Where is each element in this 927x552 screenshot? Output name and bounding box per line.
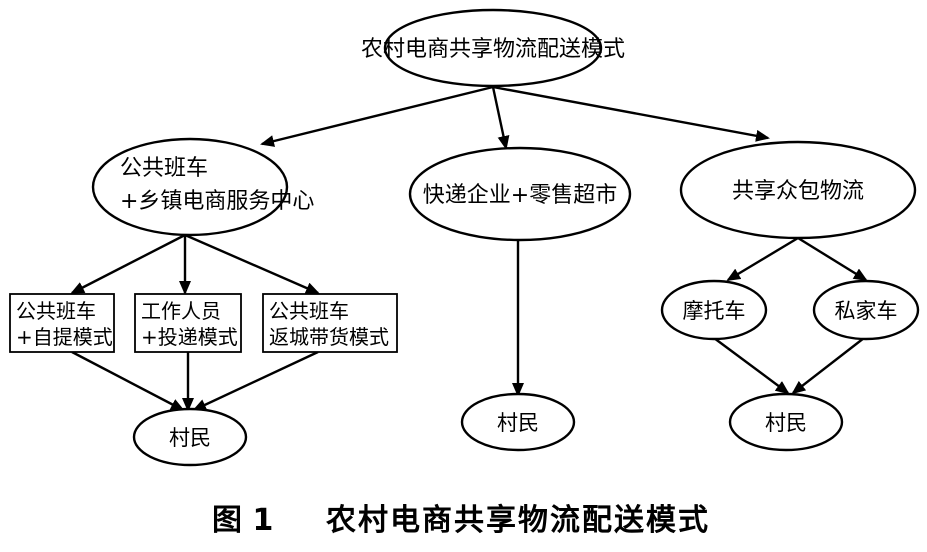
- mode-box-3: 公共班车 返城带货模式: [262, 293, 398, 353]
- arrow-left-to-mode3: [184, 233, 320, 295]
- middle-branch-label: 快递企业+零售超市: [423, 183, 617, 208]
- mode-box-3-line2: 返城带货模式: [269, 325, 389, 349]
- left-branch-line2: +乡镇电商服务中心: [120, 189, 314, 214]
- motorcycle-node: 摩托车: [660, 279, 768, 341]
- arrow-right-to-car: [797, 236, 868, 282]
- mode-box-1-line2: +自提模式: [16, 325, 113, 349]
- right-branch-node: 共享众包物流: [679, 140, 917, 240]
- mode-box-1: 公共班车 +自提模式: [9, 293, 115, 353]
- figure-caption: 图 1 农村电商共享物流配送模式: [212, 503, 710, 538]
- caption-number: 图 1: [212, 503, 273, 538]
- connectors: [70, 85, 868, 412]
- villager-node-right: 村民: [728, 392, 844, 452]
- arrow-mode1-to-villager: [71, 350, 185, 412]
- mode-box-2: 工作人员 +投递模式: [134, 293, 242, 353]
- right-branch-label: 共享众包物流: [732, 179, 864, 204]
- arrow-motorcycle-to-villager: [713, 337, 790, 395]
- mode-box-1-line1: 公共班车: [16, 299, 96, 323]
- left-branch-node: 公共班车 +乡镇电商服务中心: [91, 137, 314, 237]
- arrow-mode3-to-villager: [192, 350, 319, 412]
- villager-node-middle: 村民: [460, 392, 576, 452]
- villager-node-left: 村民: [132, 407, 248, 467]
- villager-label-right: 村民: [765, 411, 807, 435]
- mode-box-3-line1: 公共班车: [269, 299, 349, 323]
- middle-branch-node: 快递企业+零售超市: [408, 146, 632, 242]
- car-label: 私家车: [835, 299, 898, 323]
- motorcycle-label: 摩托车: [683, 299, 746, 323]
- car-node: 私家车: [812, 279, 920, 341]
- mode-box-2-line1: 工作人员: [141, 299, 221, 323]
- villager-label-left: 村民: [169, 426, 211, 450]
- villager-label-middle: 村民: [497, 411, 539, 435]
- arrow-root-to-middle: [491, 86, 510, 150]
- arrow-right-to-motorcycle: [726, 236, 799, 282]
- root-node: 农村电商共享物流配送模式: [361, 8, 625, 88]
- arrow-car-to-villager: [791, 337, 865, 395]
- mode-box-2-line2: +投递模式: [141, 325, 238, 349]
- left-branch-line1: 公共班车: [120, 156, 208, 181]
- arrow-root-to-left: [260, 85, 494, 147]
- arrow-root-to-right: [492, 85, 770, 142]
- caption-title: 农村电商共享物流配送模式: [325, 503, 710, 538]
- root-label: 农村电商共享物流配送模式: [361, 37, 625, 62]
- arrow-left-to-mode1: [70, 233, 186, 295]
